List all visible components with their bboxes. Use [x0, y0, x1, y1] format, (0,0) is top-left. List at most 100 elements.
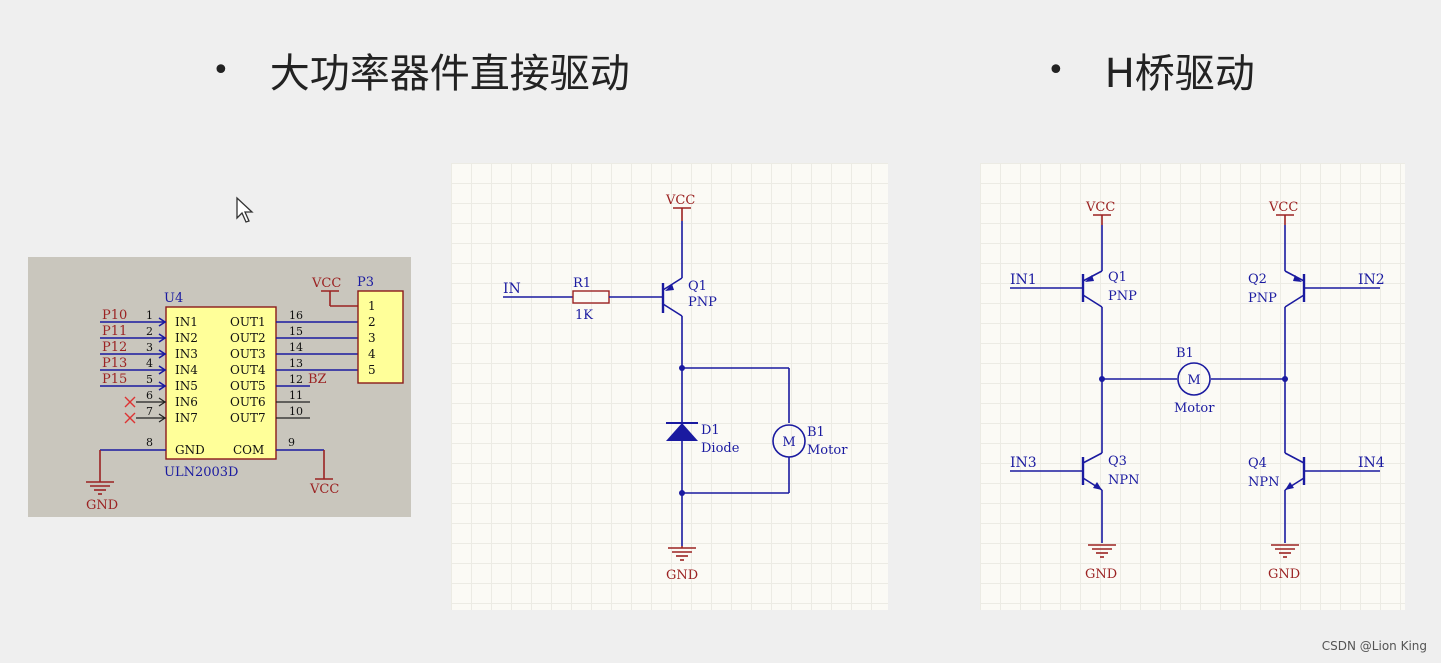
uln-input-pin-name: IN2 — [175, 331, 198, 345]
uln-chip-body — [165, 306, 277, 460]
uln-com-pin-number: 9 — [288, 436, 295, 449]
hb-q3-type: NPN — [1108, 473, 1140, 488]
uln-output-pin-number: 15 — [289, 325, 303, 338]
vcc-icon — [315, 450, 333, 480]
direct-drive-schematic: VCC IN R1 1K Q1 PNP D1 Diode — [451, 163, 888, 610]
hb-q3-input: IN3 — [1010, 455, 1037, 471]
diode-value: Diode — [701, 441, 740, 456]
connector-p3-body — [357, 290, 404, 384]
motor-icon — [1177, 362, 1211, 396]
uln-input-pin: P15 5 IN5 — [100, 372, 198, 393]
npn-transistor-icon — [1010, 452, 1103, 491]
no-connect-x-icon — [124, 412, 136, 424]
pnp-transistor-icon — [1284, 270, 1380, 308]
hb-q2-input: IN2 — [1358, 272, 1385, 288]
uln-input-pin-number: 2 — [146, 325, 153, 338]
hb-q1-ref: Q1 — [1108, 270, 1127, 285]
hb-motor-value: Motor — [1174, 401, 1215, 416]
uln-input-pin-number: 3 — [146, 341, 153, 354]
hb-motor-ref: B1 — [1176, 346, 1194, 361]
hb-q4-input: IN4 — [1358, 455, 1385, 471]
uln-input-pin-name: IN1 — [175, 315, 198, 329]
uln-input-net: P15 — [102, 372, 127, 387]
connector-pin: 5 — [368, 363, 376, 377]
uln-input-pin-number: 7 — [146, 405, 153, 418]
uln-output-pin-number: 14 — [289, 341, 303, 354]
hb-motor-symbol: M — [1187, 373, 1200, 388]
pnp-transistor-icon — [661, 277, 683, 317]
transistor-ref: Q1 — [688, 279, 707, 294]
pnp-transistor-icon — [1010, 270, 1103, 308]
hb-q3-ref: Q3 — [1108, 454, 1127, 469]
hb-q2-ref: Q2 — [1248, 272, 1267, 287]
hb-q1-input: IN1 — [1010, 272, 1037, 288]
uln-output-pin-number: 13 — [289, 357, 303, 370]
transistor-type: PNP — [688, 295, 717, 310]
bullet: • — [212, 52, 230, 88]
uln-output-pin-name: OUT7 — [230, 411, 266, 425]
uln-output-pin-name: OUT6 — [230, 395, 266, 409]
diode-ref: D1 — [701, 423, 720, 438]
uln-input-net: P13 — [102, 356, 127, 371]
uln-input-pin: P13 4 IN4 — [100, 356, 198, 377]
motor-ref: B1 — [807, 425, 825, 440]
uln2003-schematic: U4 ULN2003D P10 1 IN1 P11 2 IN2 P12 — [28, 257, 411, 517]
hb-q2-vcc: VCC — [1268, 200, 1298, 215]
uln-output-pin-number: 16 — [289, 309, 303, 322]
uln-chip-ref: U4 — [164, 291, 183, 306]
ground-icon — [1271, 544, 1299, 558]
uln-com-pin-name: COM — [233, 443, 264, 457]
uln-input-pin: 6 IN6 — [124, 389, 198, 409]
uln-output-pins: OUT1 OUT2 OUT3 OUT4 OUT5 OUT6 OUT7 16 15… — [230, 309, 358, 425]
uln-input-net: P12 — [102, 340, 127, 355]
vcc-icon — [1276, 214, 1294, 225]
direct-drive-svg: VCC IN R1 1K Q1 PNP D1 Diode — [503, 193, 848, 583]
uln-input-pin-number: 5 — [146, 373, 153, 386]
npn-transistor-icon — [1284, 452, 1380, 491]
connector-pin: 3 — [368, 331, 376, 345]
ground-icon — [86, 450, 114, 495]
diode-icon — [666, 422, 698, 441]
hb-q1-type: PNP — [1108, 289, 1137, 304]
uln-gnd-label: GND — [86, 498, 118, 513]
connector-ref: P3 — [357, 275, 374, 290]
uln-output-pin-name: OUT5 — [230, 379, 266, 393]
vcc-icon — [1093, 214, 1111, 225]
uln-input-pin-number: 1 — [146, 309, 153, 322]
uln-vcc-bottom: VCC — [309, 482, 339, 497]
uln-input-pin-name: IN6 — [175, 395, 198, 409]
hb-q1-vcc: VCC — [1085, 200, 1115, 215]
mouse-cursor-icon — [236, 196, 254, 223]
direct-input-label: IN — [503, 281, 521, 297]
connector-pin: 2 — [368, 315, 376, 329]
connector-pin: 1 — [368, 299, 376, 313]
motor-value: Motor — [807, 443, 848, 458]
heading-h-bridge-text: H桥驱动 — [1104, 51, 1255, 97]
uln-chip-part: ULN2003D — [164, 465, 238, 480]
uln-output-pin-number: 10 — [289, 405, 303, 418]
no-connect-x-icon — [124, 396, 136, 408]
uln-vcc-top: VCC — [311, 276, 341, 291]
connector-pin: 4 — [368, 347, 376, 361]
uln-input-pin-name: IN4 — [175, 363, 198, 377]
hb-q4-gnd: GND — [1268, 567, 1300, 582]
h-bridge-schematic: VCC VCC IN1 Q1 PNP IN2 Q2 PNP — [980, 163, 1405, 610]
uln-bz-net: BZ — [308, 372, 327, 387]
resistor-r1 — [572, 290, 610, 304]
vcc-icon — [321, 290, 358, 307]
ground-icon — [668, 546, 696, 561]
uln2003-svg: U4 ULN2003D P10 1 IN1 P11 2 IN2 P12 — [86, 275, 404, 513]
heading-h-bridge: • H桥驱动 — [1047, 40, 1255, 100]
bullet: • — [1047, 52, 1065, 88]
direct-gnd-label: GND — [666, 568, 698, 583]
hb-q4-ref: Q4 — [1248, 456, 1267, 471]
heading-direct-drive: • 大功率器件直接驱动 — [212, 40, 630, 100]
uln-output-pin-number: 12 — [289, 373, 303, 386]
uln-input-pin-name: IN7 — [175, 411, 198, 425]
uln-input-pins: P10 1 IN1 P11 2 IN2 P12 3 IN3 P1 — [100, 308, 198, 425]
uln-input-pin-name: IN5 — [175, 379, 198, 393]
uln-output-pin-name: OUT2 — [230, 331, 266, 345]
uln-input-pin-number: 6 — [146, 389, 153, 402]
resistor-ref: R1 — [573, 276, 591, 291]
motor-symbol: M — [782, 435, 795, 450]
